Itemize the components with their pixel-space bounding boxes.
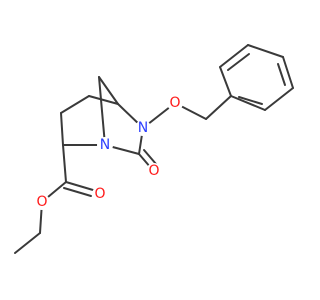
phenyl-bond-2 bbox=[219, 44, 249, 68]
atom-o-ester-carbonyl: O bbox=[92, 186, 108, 202]
bond-ethyl-ch2-ch3 bbox=[14, 232, 41, 254]
svg-text:N: N bbox=[138, 120, 148, 136]
atom-o-ether: O bbox=[167, 95, 183, 111]
bond-ch2-ring bbox=[205, 95, 232, 120]
bond-ring-c-c bbox=[60, 95, 90, 114]
atom-o-ester: O bbox=[34, 194, 50, 210]
phenyl-bond-6 bbox=[230, 95, 266, 111]
svg-text:O: O bbox=[94, 186, 105, 202]
bond-ester-c-o-double-a bbox=[65, 181, 94, 191]
svg-text:N: N bbox=[100, 137, 110, 153]
phenyl-bond-4 bbox=[282, 56, 294, 89]
phenyl-bond-3 bbox=[247, 44, 284, 58]
bond-ring-c-ester-c bbox=[62, 144, 67, 183]
molecule-structure: N N O O O O bbox=[14, 44, 294, 254]
svg-text:O: O bbox=[148, 163, 159, 179]
bond-carbonyl-double-b bbox=[143, 149, 157, 165]
bond-bridge-n1 bbox=[98, 76, 106, 146]
bond-c-bridgehead-bridge bbox=[98, 76, 119, 105]
bond-ester-c-o-double-b bbox=[63, 187, 92, 197]
phenyl-double-bond-2 bbox=[277, 63, 286, 86]
atom-n1: N bbox=[97, 137, 113, 153]
phenyl-bond-1 bbox=[219, 66, 232, 97]
phenyl-double-bond-3 bbox=[238, 96, 263, 105]
bond-bridgehead-c-ring bbox=[88, 95, 119, 105]
svg-text:O: O bbox=[169, 95, 180, 111]
atom-o-carbonyl: O bbox=[146, 163, 162, 179]
phenyl-bond-5 bbox=[264, 87, 294, 111]
svg-text:O: O bbox=[36, 194, 47, 210]
atom-n2: N bbox=[135, 120, 151, 136]
bond-ring-c-c2 bbox=[60, 112, 64, 146]
phenyl-double-bond-1 bbox=[227, 53, 250, 71]
